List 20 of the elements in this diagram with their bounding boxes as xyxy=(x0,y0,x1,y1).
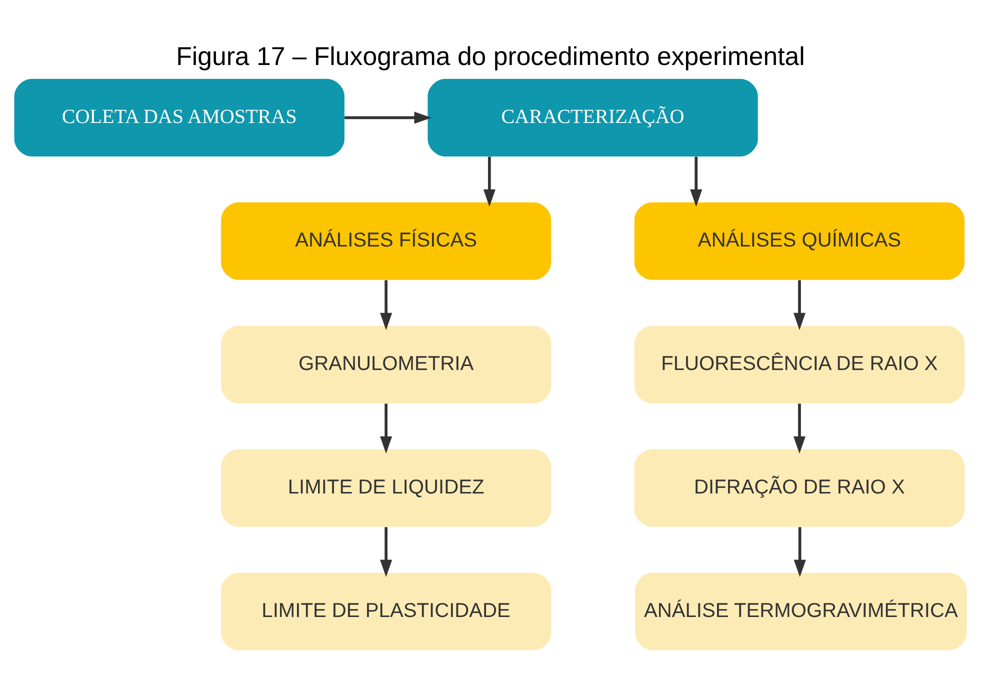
node-box: DIFRAÇÃO DE RAIO X xyxy=(634,449,965,527)
arrow xyxy=(793,280,806,330)
diagram-title: Figura 17 – Fluxograma do procedimento experimental xyxy=(176,43,805,72)
arrow xyxy=(690,156,702,207)
arrow xyxy=(794,527,806,578)
node-box: LIMITE DE LIQUIDEZ xyxy=(221,449,552,527)
node-box: LIMITE DE PLASTICIDADE xyxy=(221,572,552,650)
arrow xyxy=(344,112,432,124)
node-box: FLUORESCÊNCIA DE RAIO X xyxy=(634,326,965,404)
arrow xyxy=(380,280,392,330)
node-box: ANÁLISES FÍSICAS xyxy=(221,202,552,280)
node-box: ANÁLISES QUÍMICAS xyxy=(634,202,965,280)
arrow xyxy=(380,527,392,578)
node-box: COLETA DAS AMOSTRAS xyxy=(14,78,344,156)
node-box: ANÁLISE TERMOGRAVIMÉTRICA xyxy=(635,572,967,650)
arrow xyxy=(483,156,496,207)
node-box: CARACTERIZAÇÃO xyxy=(428,78,758,156)
arrow xyxy=(793,404,806,454)
arrow xyxy=(380,404,392,454)
node-box: GRANULOMETRIA xyxy=(221,326,552,404)
